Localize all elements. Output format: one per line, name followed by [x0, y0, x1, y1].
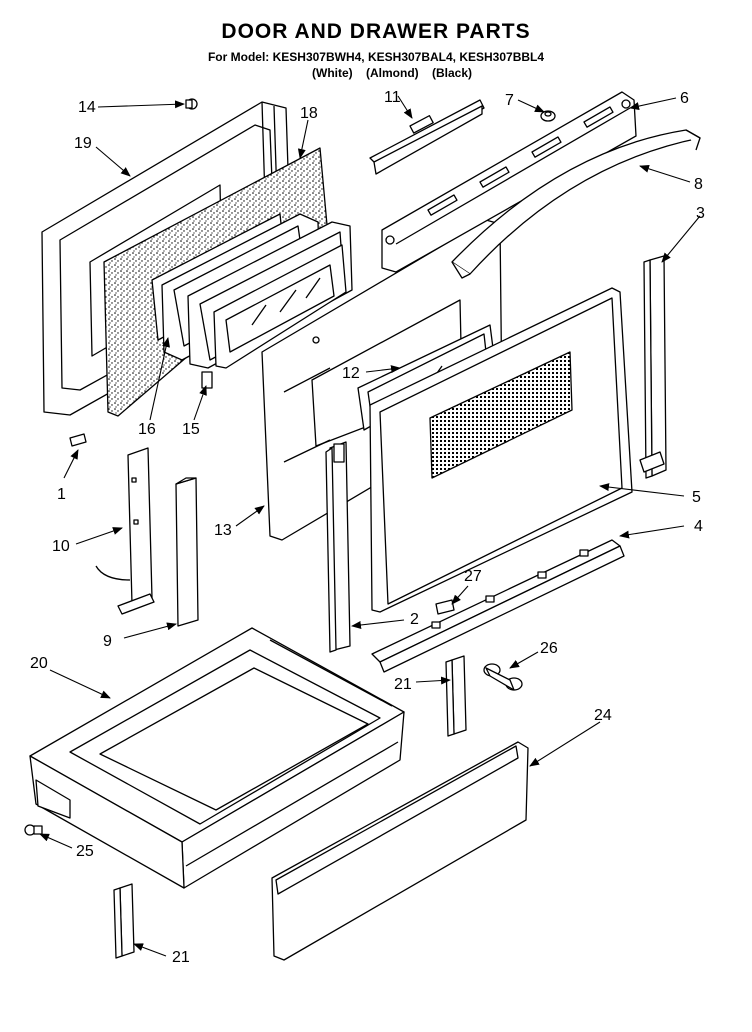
callout-10: 10 — [52, 538, 70, 555]
part-10-hinge — [95, 447, 155, 615]
part-4-bottom-trim — [371, 539, 625, 673]
part-6-vent-trim — [381, 91, 637, 273]
part-27-clip — [435, 599, 455, 615]
callout-21-lower: 21 — [172, 949, 190, 966]
part-8-door-handle — [451, 129, 701, 279]
callout-24: 24 — [594, 707, 612, 724]
callout-9: 9 — [103, 633, 112, 650]
leader-arrows — [39, 95, 701, 957]
callout-3: 3 — [696, 205, 705, 222]
color-white: (White) — [312, 66, 353, 80]
callout-6: 6 — [680, 90, 689, 107]
part-15-glass-pack — [187, 221, 353, 389]
part-1-clip — [69, 433, 87, 447]
callout-26: 26 — [540, 640, 558, 657]
part-9-spacer — [175, 477, 199, 627]
callout-11: 11 — [384, 89, 401, 106]
callout-21-upper: 21 — [394, 676, 412, 693]
callout-labels: 14 19 18 11 7 6 8 3 12 16 15 1 10 13 5 4… — [30, 89, 705, 966]
part-21-upper-drawer-slide — [445, 655, 467, 737]
callout-13: 13 — [214, 522, 232, 539]
part-3-right-trim — [639, 255, 667, 479]
part-20-drawer — [29, 627, 405, 889]
callout-5: 5 — [692, 489, 701, 506]
callout-25: 25 — [76, 843, 94, 860]
part-14-screw — [185, 98, 198, 110]
part-11-hinge-bracket — [369, 99, 485, 175]
callout-15: 15 — [182, 421, 200, 438]
color-variants: (White) (Almond) (Black) — [0, 66, 752, 82]
page-title: DOOR AND DRAWER PARTS — [221, 20, 531, 43]
part-21-lower-drawer-slide — [113, 883, 135, 959]
color-black: (Black) — [432, 66, 473, 80]
callout-18: 18 — [300, 105, 318, 122]
model-numbers: For Model: KESH307BWH4, KESH307BAL4, KES… — [207, 50, 545, 64]
callout-2: 2 — [410, 611, 419, 628]
callout-27: 27 — [464, 568, 482, 585]
callout-14: 14 — [78, 99, 96, 116]
callout-19: 19 — [74, 135, 92, 152]
callout-12: 12 — [342, 365, 360, 382]
callout-20: 20 — [30, 655, 48, 672]
part-25-screw — [24, 824, 43, 836]
callout-8: 8 — [694, 176, 703, 193]
part-26-wheel — [483, 663, 523, 691]
callout-4: 4 — [694, 518, 703, 535]
callout-1: 1 — [57, 486, 66, 503]
callout-16: 16 — [138, 421, 156, 438]
callout-7: 7 — [505, 92, 514, 109]
part-24-drawer-front — [271, 741, 529, 961]
color-almond: (Almond) — [366, 66, 419, 80]
part-5-outer-door-panel — [369, 287, 633, 613]
part-7-bumper — [540, 110, 556, 122]
part-2-left-trim — [325, 441, 351, 653]
